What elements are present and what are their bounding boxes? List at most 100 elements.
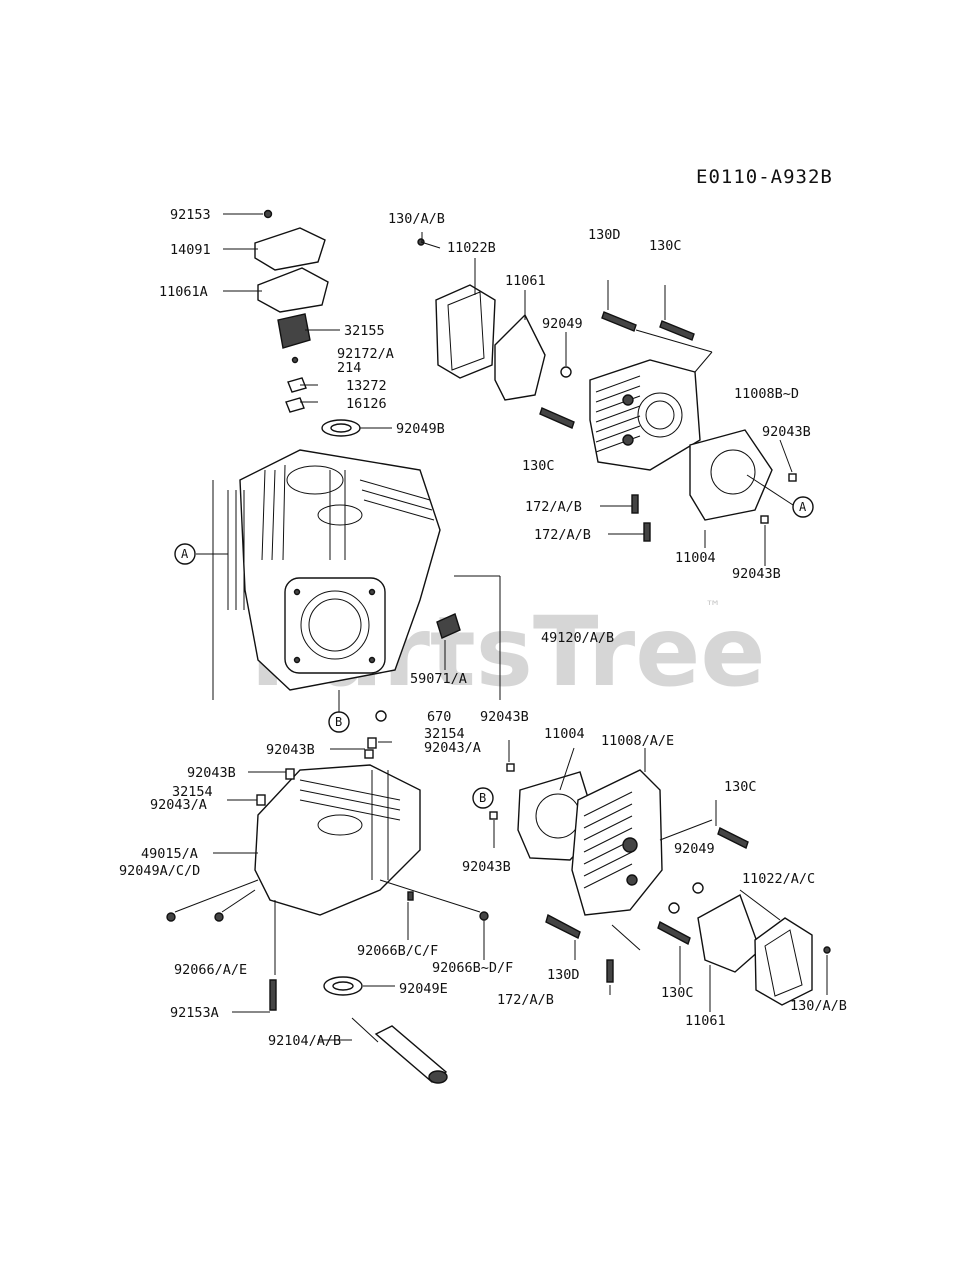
bolt-92153[interactable] [263,209,273,219]
pin-92043B-mid[interactable] [506,763,515,772]
label-92049-bot: 92049 [674,841,715,857]
label-670: 670 [427,709,451,725]
label-32155: 32155 [344,323,385,339]
label-11008BD: 11008B~D [734,386,799,402]
label-13272: 13272 [346,378,387,394]
pin-92043B-bl[interactable] [285,768,295,780]
svg-text:B: B [479,791,486,805]
svg-text:A: A [799,500,807,514]
pin-92043B-c[interactable] [364,749,374,759]
bolt-130C-bot2[interactable] [657,920,691,946]
label-92049-top: 92049 [542,316,583,332]
gasket-11004-top[interactable] [689,429,773,521]
pin-32154-b[interactable] [256,794,266,806]
valve-16126[interactable] [285,397,305,413]
plate-13272[interactable] [287,377,307,393]
label-130C-bot1: 130C [724,779,757,795]
diagram-code: E0110-A932B [696,166,833,188]
stud-172AB-2[interactable] [643,522,651,542]
label-92153A: 92153A [170,1005,219,1021]
gasket-11061-top[interactable] [494,313,546,401]
bolt-130C-top[interactable] [659,320,695,341]
stud-172AB-bot[interactable] [606,959,614,983]
bolt-130C-mid[interactable] [539,407,575,429]
label-92043B-r2: 92043B [732,566,781,582]
oil-seal-92049B-inner [330,423,352,433]
sealant-tube-92104[interactable] [351,1017,448,1084]
label-92104AB: 92104/A/B [268,1033,341,1049]
breather-32155[interactable] [277,313,311,349]
cover-plate-group [254,209,361,437]
label-92043A-b: 92043/A [150,797,207,813]
ref-marker-b-left: B [328,711,350,733]
bolt-130C-bot1[interactable] [717,827,749,849]
label-130C-mid: 130C [522,458,555,474]
cover-plate-14091[interactable] [254,227,326,271]
label-130C-bot2: 130C [661,985,694,1001]
washer-670[interactable] [375,710,387,722]
plug-92066AE[interactable] [214,912,224,922]
label-92043B-r1: 92043B [762,424,811,440]
plug-92049ACD[interactable] [166,912,176,922]
rocker-cover-bot[interactable] [754,917,813,1006]
crankcase-cover[interactable] [254,764,421,916]
label-11004-top: 11004 [675,550,716,566]
plug-92066BCF[interactable] [407,891,414,901]
label-14091: 14091 [170,242,211,258]
pin-32154-a[interactable] [367,737,377,749]
part-labels: 92153 14091 11061A 32155 92172/A 214 132… [119,207,847,1049]
label-92049ACD: 92049A/C/D [119,863,200,879]
collar-92049-bot[interactable] [692,882,704,894]
leader-lines [174,213,828,1041]
label-92043B-bot: 92043B [462,859,511,875]
bolt-130D-bot[interactable] [545,913,581,939]
label-130AB-bot: 130/A/B [790,998,847,1014]
label-92066BCF: 92066B/C/F [357,943,438,959]
pin-92043B-l[interactable] [489,811,498,820]
label-130D-top: 130D [588,227,621,243]
label-130AB-top: 130/A/B [388,211,445,227]
label-11022AC: 11022/A/C [742,871,815,887]
collar-92049-bot2[interactable] [668,902,680,914]
ref-marker-a-right: A [792,496,814,518]
label-92043B-mid: 92043B [480,709,529,725]
label-130C-top: 130C [649,238,682,254]
pin-92043B-r2[interactable] [760,515,769,524]
bolt-130AB-bot[interactable] [823,946,831,954]
crankcase-block[interactable] [227,449,441,691]
screw-92172[interactable] [291,356,299,364]
spring-49120[interactable] [436,613,461,639]
label-92043B-l: 92043B [187,765,236,781]
label-92049B: 92049B [396,421,445,437]
gasket-11061-bot[interactable] [697,893,761,973]
stud-172AB-1[interactable] [631,494,639,514]
ref-marker-a-left: A [174,543,196,565]
gasket-11061A[interactable] [257,267,329,313]
cylinder-head-bot[interactable] [571,769,663,916]
trademark-symbol: ™ [705,597,721,616]
label-11061A: 11061A [159,284,208,300]
collar-92049-top[interactable] [560,366,572,378]
label-16126: 16126 [346,396,387,412]
svg-text:B: B [335,715,342,729]
label-32154-b: 32154 [172,784,213,800]
label-11061-top: 11061 [505,273,546,289]
label-172AB-1: 172/A/B [525,499,582,515]
label-59071A: 59071/A [410,671,467,687]
rocker-cover-top[interactable] [435,284,496,379]
ref-marker-b-right: B [472,787,494,809]
cylinder-head-top[interactable] [589,359,701,471]
bolt-92153A[interactable] [269,979,277,1011]
label-92153: 92153 [170,207,211,223]
label-172AB-2: 172/A/B [534,527,591,543]
plug-92066BDF[interactable] [479,911,489,921]
oil-seal-92049E-inner [332,981,354,991]
label-32154-a: 32154 [424,726,465,742]
label-11004-bot: 11004 [544,726,585,742]
bolt-130D-top[interactable] [601,311,637,332]
pin-92043B-r1[interactable] [788,473,797,482]
label-214: 214 [337,360,361,376]
label-92066AE: 92066/A/E [174,962,247,978]
